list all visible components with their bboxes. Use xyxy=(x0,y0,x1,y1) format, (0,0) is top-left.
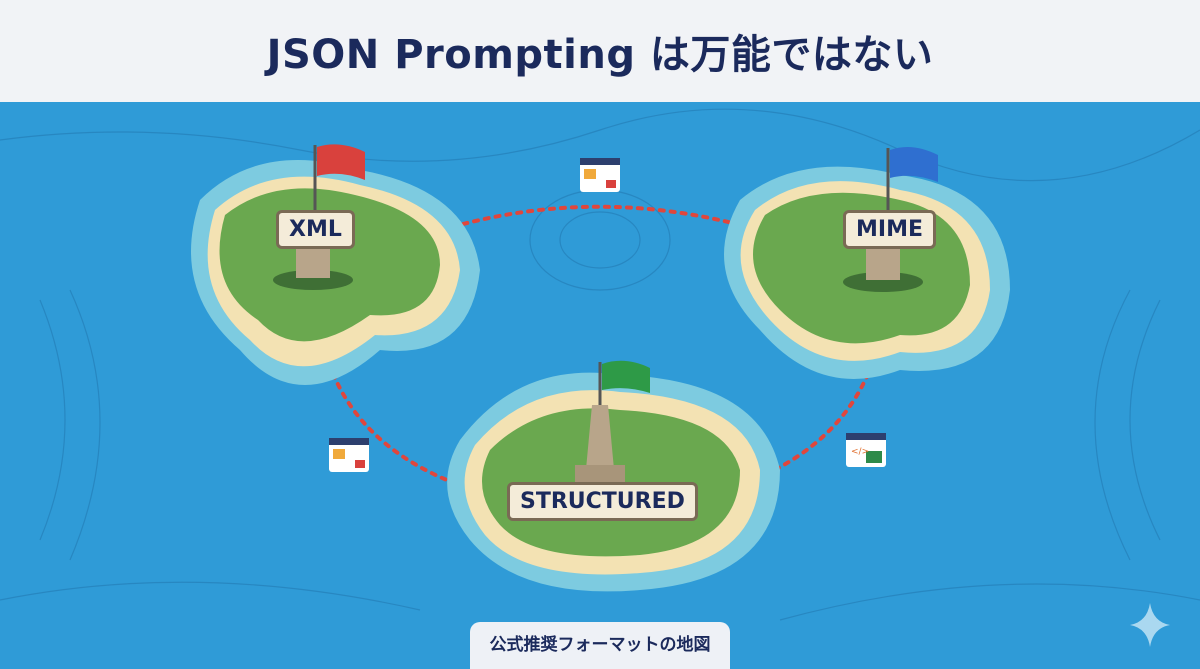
svg-text:</>: </> xyxy=(851,447,869,457)
island-label-structured: STRUCTURED xyxy=(507,482,698,521)
code-terminal-icon: </> xyxy=(846,433,886,467)
header: JSON Prompting は万能ではない xyxy=(0,0,1200,102)
island-label-xml: XML xyxy=(276,210,355,249)
island-map: </> xyxy=(0,108,1200,647)
island-mime xyxy=(724,146,1010,379)
page-title: JSON Prompting は万能ではない xyxy=(266,32,934,78)
browser-window-icon xyxy=(580,158,620,192)
sparkle-icon xyxy=(1130,603,1170,647)
browser-window-icon xyxy=(329,438,369,472)
map-caption: 公式推奨フォーマットの地図 xyxy=(470,622,730,669)
contour-lines xyxy=(0,108,1200,621)
island-xml xyxy=(191,144,480,385)
island-structured xyxy=(447,360,780,592)
island-label-mime: MIME xyxy=(843,210,936,249)
